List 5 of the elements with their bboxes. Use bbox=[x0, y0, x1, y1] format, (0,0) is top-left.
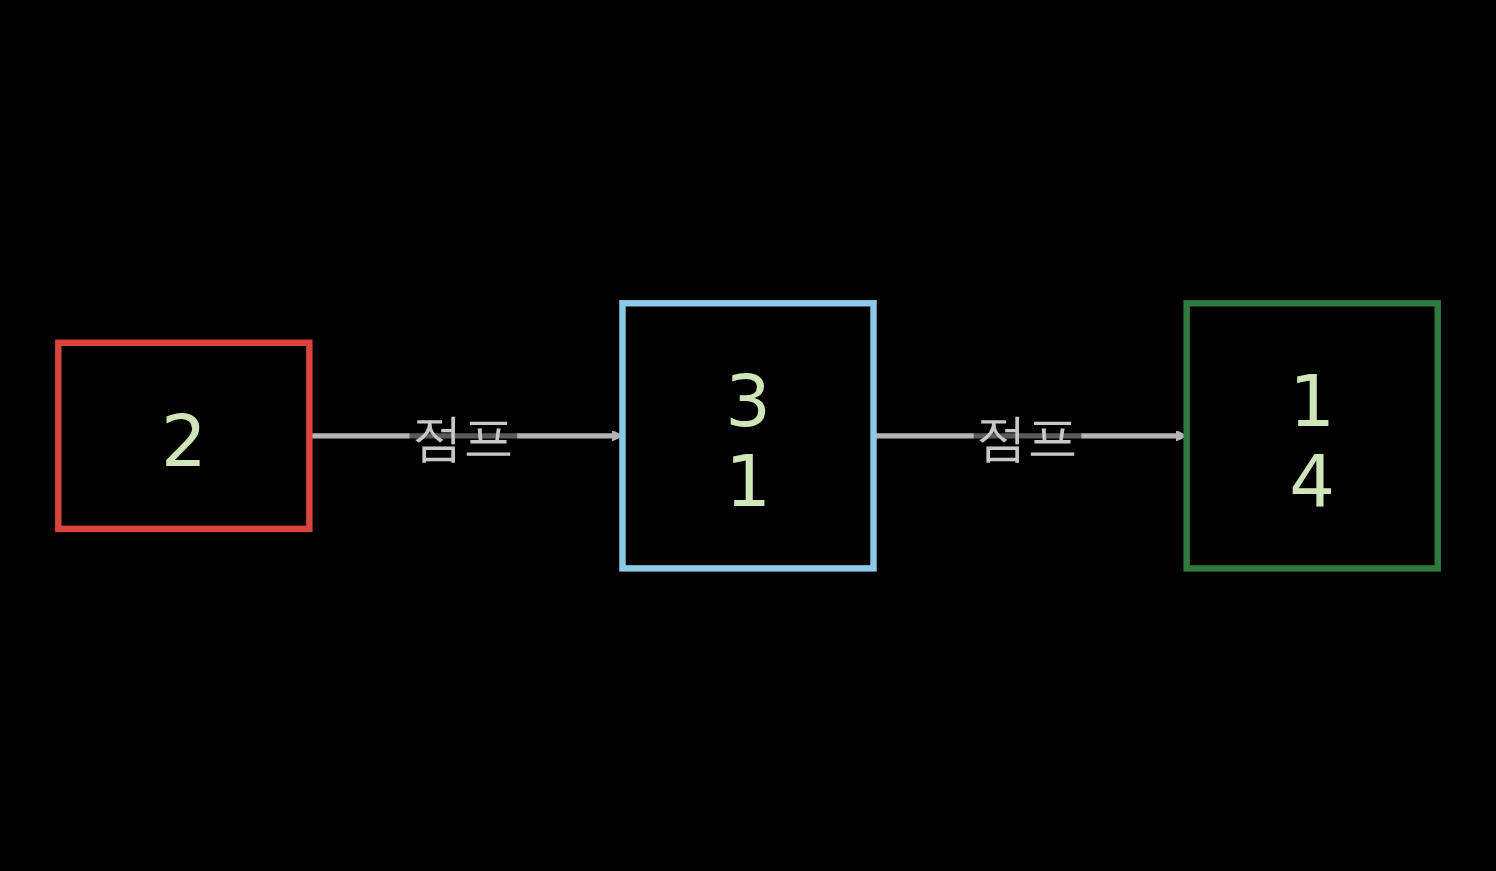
edge-label: 점프 bbox=[976, 406, 1079, 467]
process-box: 1 4 bbox=[1183, 299, 1441, 572]
process-box: 2 bbox=[55, 339, 313, 532]
edge-label: 점프 bbox=[412, 406, 514, 467]
process-box: 3 1 bbox=[619, 299, 877, 572]
